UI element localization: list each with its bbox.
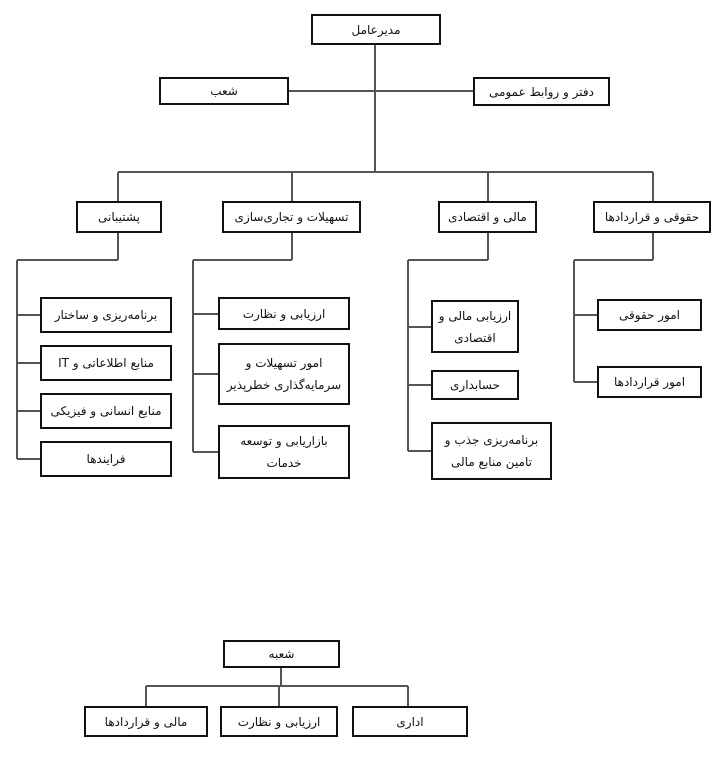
unit-box: برنامه‌ریزی و ساختار: [40, 297, 172, 333]
branch-unit-box: اداری: [352, 706, 468, 737]
unit-box: امور تسهیلات و سرمایه‌گذاری خطرپذیر: [218, 343, 350, 405]
branch-head-box: شعبه: [223, 640, 340, 668]
branch-unit-box: ارزیابی و نظارت: [220, 706, 338, 737]
unit-box: امور قراردادها: [597, 366, 702, 398]
dept-facilities: تسهیلات و تجاری‌سازی: [222, 201, 361, 233]
dept-legal: حقوقی و قراردادها: [593, 201, 711, 233]
unit-box: منابع اطلاعاتی و IT: [40, 345, 172, 381]
unit-box: بازاریابی و توسعه خدمات: [218, 425, 350, 479]
branch-unit-box: مالی و قراردادها: [84, 706, 208, 737]
dept-support: پشتیبانی: [76, 201, 162, 233]
dept-finance: مالی و اقتصادی: [438, 201, 537, 233]
public-relations-box: دفتر و روابط عمومی: [473, 77, 610, 106]
unit-box: ارزیابی و نظارت: [218, 297, 350, 330]
unit-box: فرایندها: [40, 441, 172, 477]
unit-box: امور حقوقی: [597, 299, 702, 331]
unit-box: برنامه‌ریزی جذب و تامین منابع مالی: [431, 422, 552, 480]
unit-box: حسابداری: [431, 370, 519, 400]
ceo-box: مدیرعامل: [311, 14, 441, 45]
branches-box: شعب: [159, 77, 289, 105]
unit-box: ارزیابی مالی و اقتصادی: [431, 300, 519, 353]
unit-box: منابع انسانی و فیزیکی: [40, 393, 172, 429]
